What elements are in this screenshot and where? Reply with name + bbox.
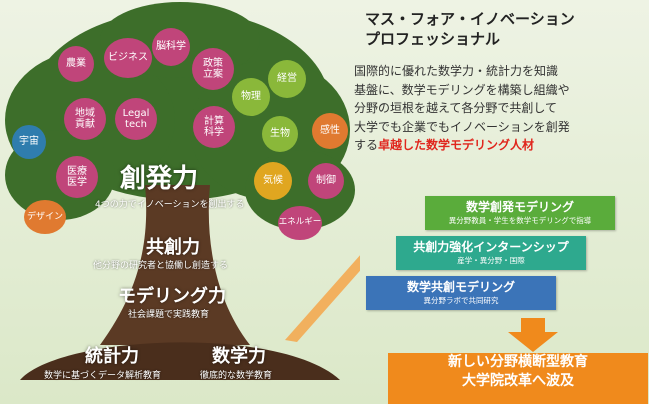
field-bubble-management: 経営	[268, 60, 306, 98]
growth-arrow	[285, 255, 360, 342]
field-bubble-medicine: 医療 医学	[56, 156, 98, 198]
program-box-internship: 共創力強化インターンシップ 産学・異分野・国際	[396, 236, 586, 270]
program-sub: 異分野教員・学生を数学モデリングで指導	[448, 216, 592, 225]
highlight-text: 卓越した数学モデリング人材	[378, 138, 535, 153]
field-bubble-business: ビジネス	[104, 38, 152, 78]
field-bubble-energy: エネルギー	[278, 206, 322, 240]
co-creation-power-sub: 他分野の研究者と協働し創造する	[93, 261, 229, 271]
result-box: 新しい分野横断型教育 大学院改革へ波及	[388, 353, 648, 404]
program-sub: 産学・異分野・国際	[457, 256, 525, 265]
math-power-label: 数学力	[212, 346, 266, 367]
co-creation-power-label: 共創力	[146, 237, 200, 258]
field-bubble-sensibility: 感性	[312, 113, 348, 149]
tree-trunk	[100, 185, 250, 345]
program-title: 数学創発モデリング	[465, 200, 574, 214]
page-title: マス・フォア・イノベーション プロフェッショナル	[365, 10, 575, 48]
field-bubble-computational-science: 計算 科学	[193, 106, 235, 148]
down-arrow-icon	[508, 318, 558, 352]
field-bubble-climate: 気候	[254, 162, 292, 200]
field-bubble-control: 制御	[308, 163, 344, 199]
field-bubble-policy: 政策 立案	[192, 48, 234, 90]
field-bubble-space: 宇宙	[12, 125, 46, 159]
field-bubble-physics: 物理	[232, 78, 270, 116]
statistics-power-label: 統計力	[85, 346, 139, 367]
math-power-sub: 徹底的な数学教育	[200, 371, 273, 381]
emergence-power-label: 創発力	[120, 164, 199, 194]
statistics-power-sub: 数学に基づくデータ解析教育	[44, 371, 162, 381]
field-bubble-design: デザイン	[24, 200, 66, 234]
field-bubble-brain-science: 脳科学	[152, 28, 190, 66]
field-bubble-biology: 生物	[262, 116, 298, 152]
modeling-power-sub: 社会課題で実践教育	[128, 310, 210, 320]
program-title: 共創力強化インターンシップ	[413, 240, 569, 254]
description-text: 国際的に優れた数学力・統計力を知識 基盤に、数学モデリングを構築し組織や 分野の…	[354, 64, 570, 153]
emergence-power-sub: 4つの力でイノベーションを創出する	[95, 200, 245, 210]
program-sub: 異分野ラボで共同研究	[423, 296, 499, 305]
program-box-emergent-modeling: 数学創発モデリング 異分野教員・学生を数学モデリングで指導	[425, 196, 615, 230]
tree-ground	[20, 342, 340, 380]
modeling-power-label: モデリング力	[118, 286, 226, 307]
program-title: 数学共創モデリング	[406, 280, 515, 294]
field-bubble-legaltech: Legal tech	[115, 98, 157, 140]
field-bubble-regional: 地域 貢献	[64, 98, 106, 140]
program-box-co-creation-modeling: 数学共創モデリング 異分野ラボで共同研究	[366, 276, 556, 310]
field-bubble-agriculture: 農業	[58, 46, 94, 82]
